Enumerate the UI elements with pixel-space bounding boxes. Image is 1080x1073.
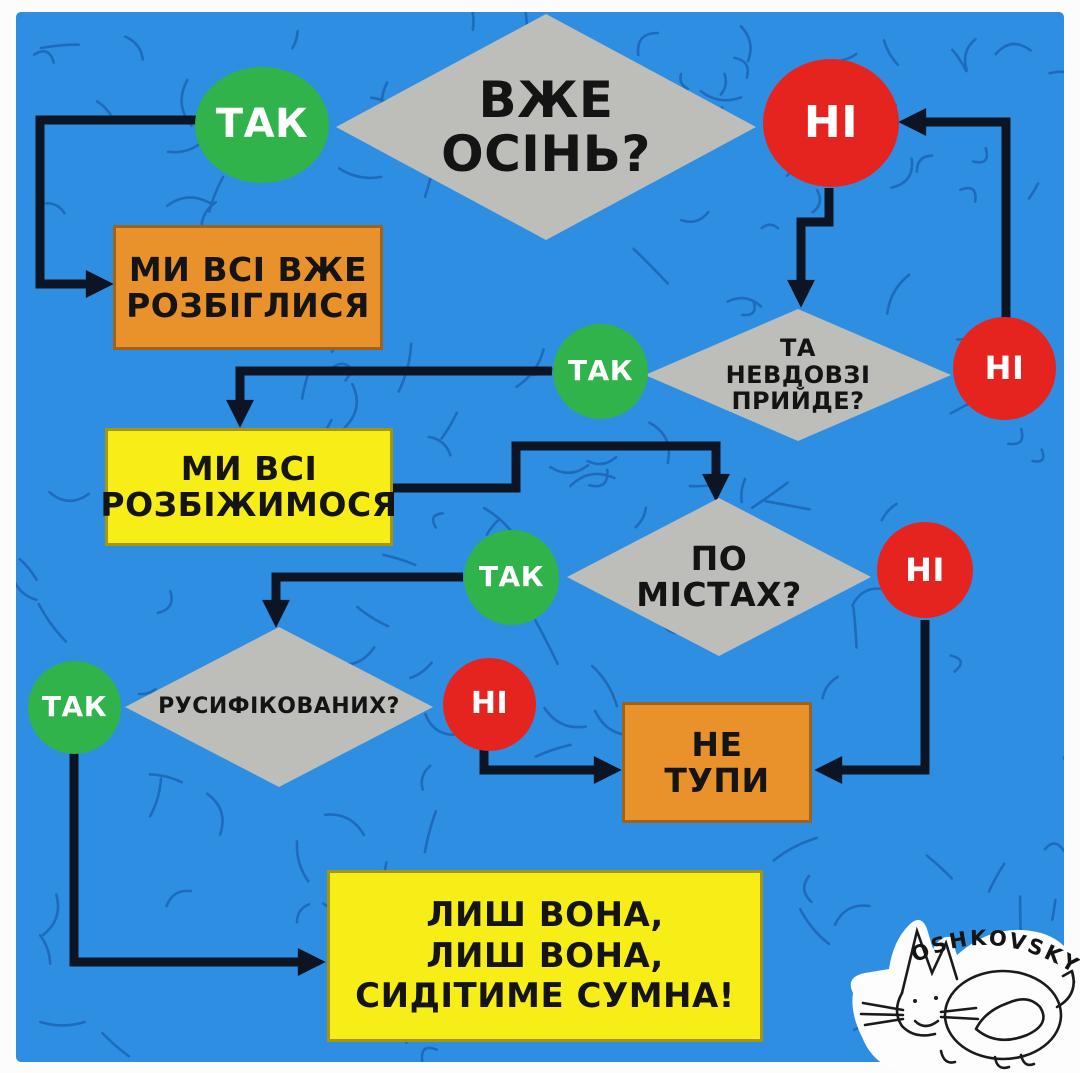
cat-tail-arrow [1055,969,1076,1009]
no-badge-russified: НІ [443,658,536,751]
yes-badge-russified: ТАК [28,661,121,754]
box-will-disperse-label: МИ ВСІ РОЗБІЖИМОСЯ [100,449,398,524]
cat-ears [900,926,959,995]
no-badge-coming-soon: НІ [953,317,1056,420]
no-badge-russified-label: НІ [470,686,509,722]
box-already-dispersed-label: МИ ВСІ ВЖЕ РОЗБІГЛИСЯ [126,249,370,325]
decision-coming-soon-label: ТА НЕВДОВЗІ ПРИЙДЕ? [725,333,871,416]
cat-body [943,969,1063,1061]
cat-paws [939,1049,1036,1070]
yes-badge-coming-soon: ТАК [553,324,648,419]
no-badge-across-cities-label: НІ [905,550,945,589]
yes-badge-across-cities: ТАК [464,530,559,625]
yes-badge-coming-soon-label: ТАК [567,354,634,388]
no-badge-autumn: НІ [763,59,899,187]
decision-across-cities-label: ПО МІСТАХ? [636,539,802,614]
decision-russified-label: РУСИФІКОВАНИХ? [158,694,400,720]
yes-badge-across-cities-label: ТАК [478,560,545,594]
yes-badge-russified-label: ТАК [41,690,108,724]
yes-badge-autumn-label: ТАК [215,101,309,148]
artist-signature-cat: OSHKOVSKY [850,919,1080,1073]
box-only-she: ЛИШ ВОНА, ЛИШ ВОНА, СИДІТИМЕ СУМНА! [327,870,763,1042]
cat-eye-right [934,996,938,1000]
cat-smile [913,1019,940,1028]
box-will-disperse: МИ ВСІ РОЗБІЖИМОСЯ [100,428,397,546]
cat-eye-left [913,999,917,1003]
no-badge-autumn-label: НІ [803,97,859,149]
no-badge-across-cities: НІ [877,522,973,618]
cat-head-outline [895,991,937,1037]
cat-body-swirl [974,998,1045,1042]
decision-already-autumn-label: ВЖЕ ОСІНЬ? [441,71,651,183]
no-badge-coming-soon-label: НІ [984,349,1025,388]
box-dont-be-dumb-label: НЕ ТУПИ [664,724,770,800]
box-dont-be-dumb: НЕ ТУПИ [622,702,812,823]
box-only-she-label: ЛИШ ВОНА, ЛИШ ВОНА, СИДІТИМЕ СУМНА! [355,894,735,1017]
box-already-dispersed: МИ ВСІ ВЖЕ РОЗБІГЛИСЯ [113,225,383,350]
cat-whiskers [859,1001,980,1027]
yes-badge-autumn: ТАК [195,67,329,183]
signature-white-blob [850,919,1080,1073]
